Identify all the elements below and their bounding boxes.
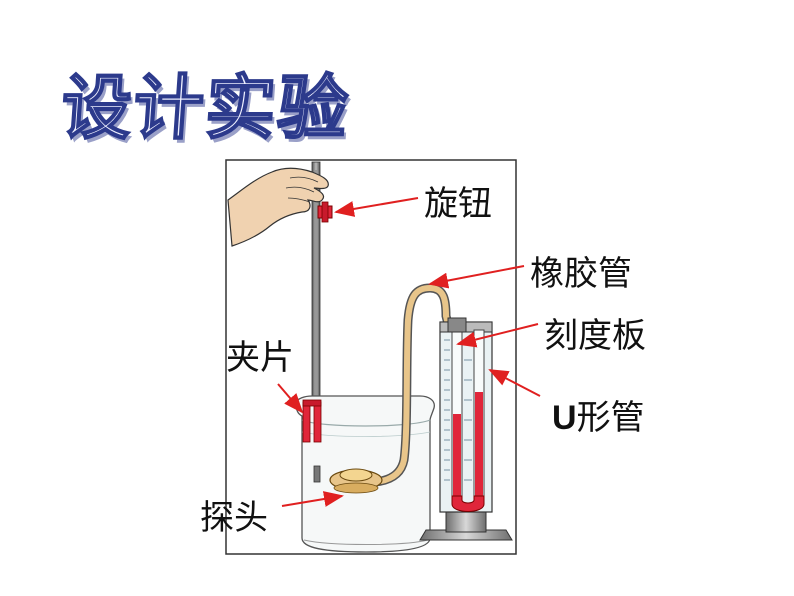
label-scale-board: 刻度板 xyxy=(544,316,646,356)
label-u-tube-letter: U xyxy=(552,399,577,437)
u-tube-icon xyxy=(419,317,513,541)
arrow-rubber-tube xyxy=(428,265,525,289)
arrow-u-tube xyxy=(488,369,541,397)
label-clip: 夹片 xyxy=(226,338,294,378)
probe-icon xyxy=(313,465,383,494)
label-knob: 旋钮 xyxy=(424,184,492,224)
label-u-tube: U形管 xyxy=(552,390,645,439)
rubber-tube xyxy=(351,283,453,487)
arrow-probe xyxy=(281,491,344,507)
label-u-tube-suffix: 形管 xyxy=(576,398,645,438)
label-rubber-tube: 橡胶管 xyxy=(530,254,632,294)
arrow-knob xyxy=(334,197,419,217)
arrow-scale-board xyxy=(456,323,539,348)
label-probe: 探头 xyxy=(200,498,268,538)
hand-icon xyxy=(227,167,329,247)
knob-icon xyxy=(317,201,333,223)
pointer-arrows xyxy=(277,197,541,507)
arrow-clip xyxy=(277,383,304,414)
